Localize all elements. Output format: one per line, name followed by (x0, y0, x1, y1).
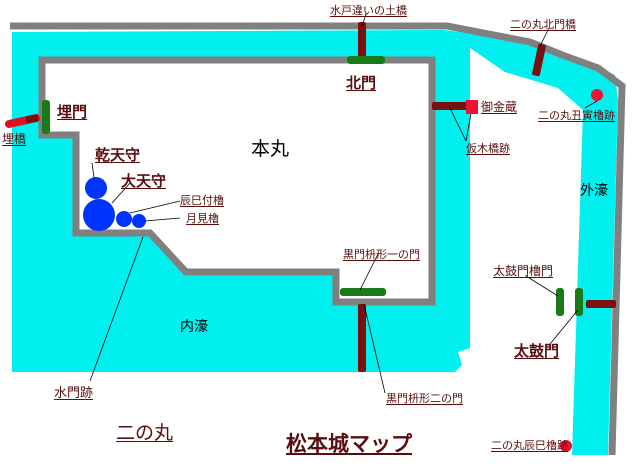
map-title: 松本城マップ (286, 432, 412, 456)
north-outer-wall (10, 22, 626, 456)
leader-lines (89, 13, 598, 394)
kuromon-2-bridge (358, 304, 366, 372)
karikibashi-bridge (432, 102, 468, 110)
kuromon-1-gate (340, 288, 386, 296)
taikomon-yagura-label: 太鼓門櫓門 (493, 264, 554, 278)
taikomon-label: 太鼓門 (514, 342, 560, 360)
inui-tenshu-tower (85, 177, 107, 199)
taikomon-gate-2 (575, 288, 583, 316)
tatsumi-yagura-marker (560, 440, 572, 452)
kuromon-2-label: 黒門枡形二の門 (386, 392, 463, 405)
inui-tenshu-label: 乾天守 (95, 146, 141, 164)
kitamon-gate (347, 56, 385, 64)
mito-bridge-label: 水戸違いの土橋 (330, 4, 407, 17)
uzumimon-gate (42, 100, 50, 134)
uzumi-bridge-dark (25, 114, 39, 124)
ninomaru-kitamon-bridge (532, 43, 546, 77)
honmaru-wall (38, 56, 436, 306)
ushitora-yagura-label: 二の丸丑寅櫓跡 (538, 109, 615, 122)
taikomon-gate-1 (556, 288, 564, 316)
tsukimiyagura-tower (132, 214, 146, 228)
honmaru-label: 本丸 (251, 138, 290, 160)
dai-tenshu-tower (83, 199, 115, 231)
karikibashi-label: 仮木橋跡 (466, 142, 510, 155)
uzumimon-label: 埋門 (57, 103, 88, 121)
ushitora-yagura-marker (591, 89, 603, 101)
dai-tenshu-label: 大天守 (121, 172, 167, 190)
ninomaru-label: 二の丸 (116, 422, 174, 444)
taikomon-bridge (586, 300, 616, 308)
kuromon-1-label: 黒門枡形一の門 (343, 248, 420, 261)
ninomaru-kitamonbashi-label: 二の丸北門橋 (510, 18, 576, 31)
sotobori-label: 外濠 (580, 183, 608, 199)
uchibori-label: 内濠 (180, 319, 208, 335)
tatsumi-tsukiyagura-label: 辰巳付櫓 (180, 194, 224, 207)
honmaru-area (42, 60, 432, 302)
mizumon-label: 水門跡 (54, 386, 94, 401)
gokinzo-marker (466, 100, 478, 114)
tsukimiyagura-label: 月見櫓 (186, 212, 219, 225)
uzumibashi-label: 埋橋 (2, 132, 27, 146)
kitamon-label: 北門 (346, 74, 377, 92)
mito-earth-bridge (358, 22, 366, 64)
gokinzo-label: 御金蔵 (481, 100, 518, 114)
tatsumi-yagura-label: 二の丸辰巳櫓跡 (491, 439, 568, 452)
tatsumi-tsukiyagura-tower (116, 211, 132, 227)
